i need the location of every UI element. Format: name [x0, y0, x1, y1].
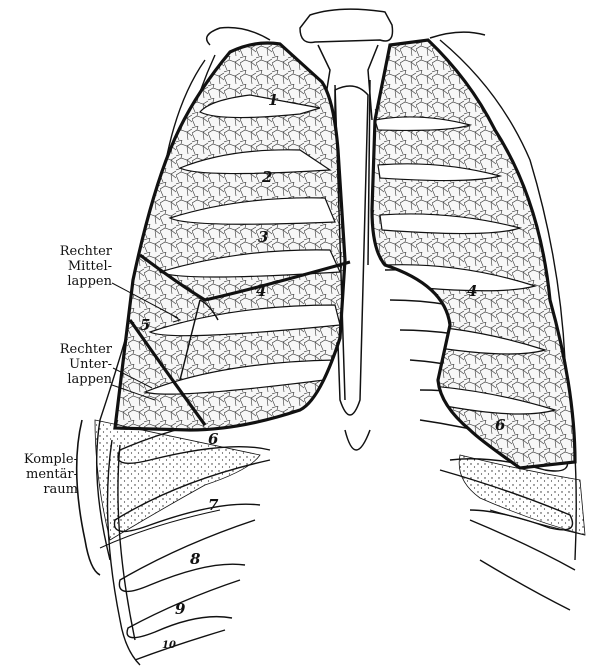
rib-number-3: 3 — [258, 228, 268, 246]
rib-number-5: 5 — [140, 316, 150, 334]
label-complementary-space: Komple- mentär- raum — [4, 452, 78, 497]
rib-number-10: 10 — [162, 640, 176, 651]
rib-number-2: 2 — [261, 168, 272, 186]
rib-number-6-left: 6 — [495, 416, 506, 434]
rib-number-4-right: 4 — [256, 282, 266, 300]
label-line: Unter- — [14, 357, 112, 372]
rib-number-1: 1 — [268, 91, 278, 109]
label-line: Rechter — [30, 244, 112, 259]
right-lung-texture — [100, 40, 360, 440]
rib-number-7: 7 — [208, 496, 219, 514]
label-line: Rechter — [14, 342, 112, 357]
label-line: Mittel- — [30, 259, 112, 274]
label-line: lappen — [30, 274, 112, 289]
rib-number-9: 9 — [175, 600, 186, 618]
label-line: Komple- — [4, 452, 78, 467]
label-right-middle-lobe: Rechter Mittel- lappen — [30, 244, 112, 289]
label-line: mentär- — [4, 467, 78, 482]
label-line: lappen — [14, 372, 112, 387]
rib-number-4-left: 4 — [467, 282, 477, 300]
label-line: raum — [4, 482, 78, 497]
left-lung-texture — [370, 38, 580, 478]
label-right-lower-lobe: Rechter Unter- lappen — [14, 342, 112, 387]
rib-number-6-right: 6 — [208, 430, 219, 448]
rib-number-8: 8 — [190, 550, 201, 568]
